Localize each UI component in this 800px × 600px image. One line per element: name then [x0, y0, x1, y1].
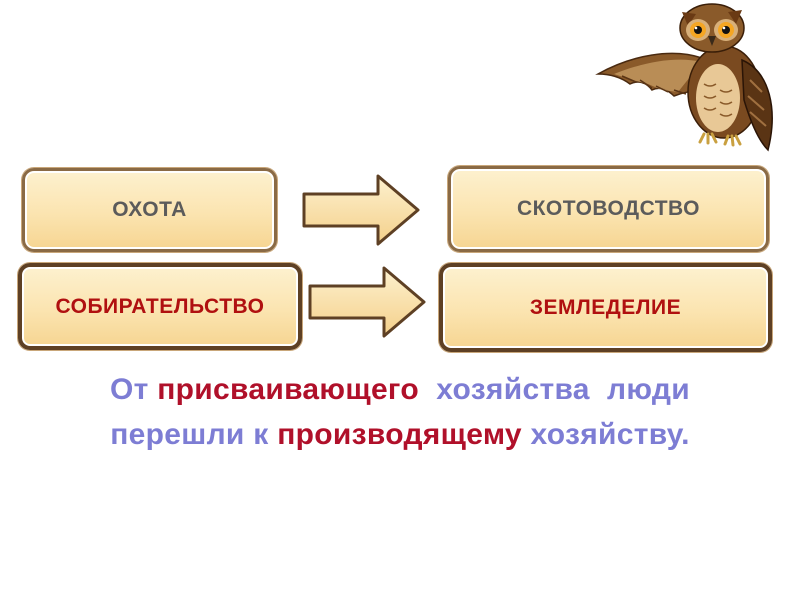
caption-highlight: присваивающего — [157, 373, 419, 406]
caption-line-1: От присваивающего хозяйства люди — [0, 367, 800, 412]
box-herding-label: СКОТОВОДСТВО — [516, 197, 701, 220]
box-hunting-label: ОХОТА — [112, 198, 187, 221]
caption-text: От — [109, 373, 158, 406]
arrow-right-icon — [308, 266, 426, 338]
caption: От присваивающего хозяйства люди перешли… — [0, 367, 800, 457]
owl-illustration — [595, 3, 773, 152]
box-gathering: СОБИРАТЕЛЬСТВО — [18, 263, 302, 350]
box-gathering-label: СОБИРАТЕЛЬСТВО — [55, 294, 265, 318]
arrow-right-icon — [302, 174, 420, 246]
box-farming: ЗЕМЛЕДЕЛИЕ — [439, 263, 772, 352]
caption-line-2: перешли к производящему хозяйству. — [0, 412, 800, 457]
caption-text: хозяйству. — [521, 418, 690, 451]
caption-highlight: производящему — [277, 418, 522, 451]
box-hunting: ОХОТА — [22, 168, 277, 252]
caption-text: хозяйства люди — [418, 373, 691, 406]
box-herding: СКОТОВОДСТВО — [448, 166, 769, 252]
caption-text: перешли к — [110, 418, 278, 451]
box-farming-label: ЗЕМЛЕДЕЛИЕ — [529, 295, 682, 319]
